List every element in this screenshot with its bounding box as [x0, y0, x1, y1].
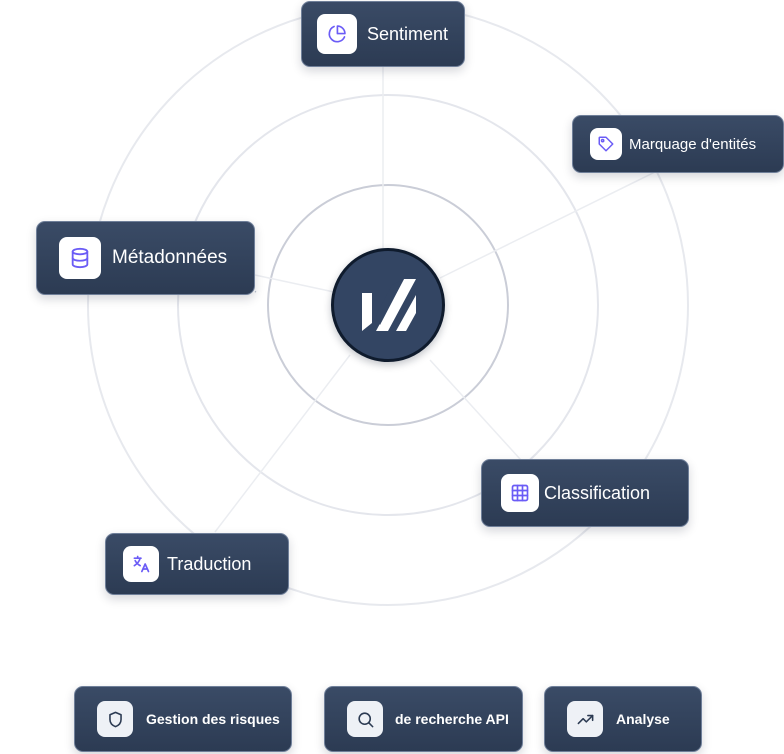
node-label: Marquage d'entités [629, 135, 757, 153]
node-analytics[interactable]: Analyse [544, 686, 702, 752]
central-hub[interactable] [331, 248, 445, 362]
spoke-translation [214, 354, 351, 533]
node-translation[interactable]: Traduction [105, 533, 289, 595]
pie-chart-icon [328, 25, 346, 43]
icon-box [347, 701, 383, 737]
icon-box [97, 701, 133, 737]
node-metadata[interactable]: Métadonnées [36, 221, 255, 295]
node-label: Classification [544, 482, 651, 503]
node-entity-tagging[interactable]: Marquage d'entités [572, 115, 784, 173]
node-label: Traduction [167, 553, 252, 574]
grid-icon [511, 484, 529, 502]
icon-box [501, 474, 539, 512]
brand-logo-icon [362, 279, 416, 331]
icon-box [590, 128, 622, 160]
middle-ring [177, 94, 599, 516]
tag-icon [598, 136, 614, 152]
trending-up-icon [577, 714, 593, 724]
node-label: Sentiment [367, 23, 449, 44]
shield-icon [108, 711, 122, 727]
spoke-metadata [254, 274, 335, 293]
node-search-api[interactable]: de recherche API [324, 686, 523, 752]
translate-icon [133, 555, 150, 573]
node-label: Gestion des risques [146, 711, 280, 727]
icon-box [317, 14, 357, 54]
node-label: Analyse [616, 711, 670, 727]
icon-box [59, 237, 101, 279]
node-label: Métadonnées [112, 247, 228, 268]
spoke-classification [429, 359, 531, 471]
node-label: de recherche API [395, 711, 509, 727]
inner-ring [267, 184, 509, 426]
node-risk-management[interactable]: Gestion des risques [74, 686, 292, 752]
database-icon [71, 247, 89, 269]
spoke-entity-tagging [439, 171, 656, 279]
icon-box [567, 701, 603, 737]
node-sentiment[interactable]: Sentiment [301, 1, 465, 67]
search-icon [357, 711, 373, 727]
node-classification[interactable]: Classification [481, 459, 689, 527]
icon-box [123, 546, 159, 582]
